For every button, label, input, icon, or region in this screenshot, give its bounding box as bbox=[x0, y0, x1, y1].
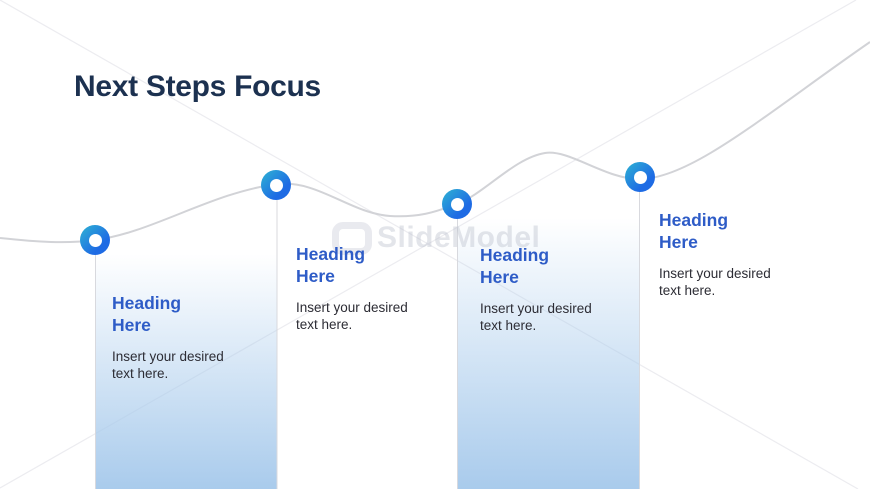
marker-center-dot bbox=[450, 197, 464, 211]
step-body-text: Insert your desired text here. bbox=[112, 349, 224, 381]
step-body-text: Insert your desired text here. bbox=[480, 301, 592, 333]
trend-curve bbox=[0, 41, 870, 244]
gradient-column bbox=[96, 254, 277, 489]
step-heading: Heading Here bbox=[112, 293, 182, 335]
step-body-text: Insert your desired text here. bbox=[296, 300, 408, 332]
step-heading: Heading Here bbox=[480, 245, 550, 287]
step-marker-2 bbox=[261, 170, 291, 200]
page-title: Next Steps Focus bbox=[74, 70, 321, 103]
step-heading: Heading Here bbox=[296, 244, 366, 286]
step-block-2: Heading Here Insert your desired text he… bbox=[296, 243, 410, 333]
gradient-column bbox=[458, 218, 640, 489]
step-marker-1 bbox=[80, 225, 110, 255]
step-heading: Heading Here bbox=[659, 210, 729, 252]
step-marker-3 bbox=[442, 189, 472, 219]
marker-center-dot bbox=[269, 178, 283, 192]
marker-center-dot bbox=[88, 233, 102, 247]
step-block-3: Heading Here Insert your desired text he… bbox=[480, 244, 594, 334]
step-block-4: Heading Here Insert your desired text he… bbox=[659, 209, 773, 299]
marker-center-dot bbox=[633, 170, 647, 184]
step-marker-4 bbox=[625, 162, 655, 192]
step-body-text: Insert your desired text here. bbox=[659, 266, 771, 298]
step-block-1: Heading Here Insert your desired text he… bbox=[112, 292, 226, 382]
